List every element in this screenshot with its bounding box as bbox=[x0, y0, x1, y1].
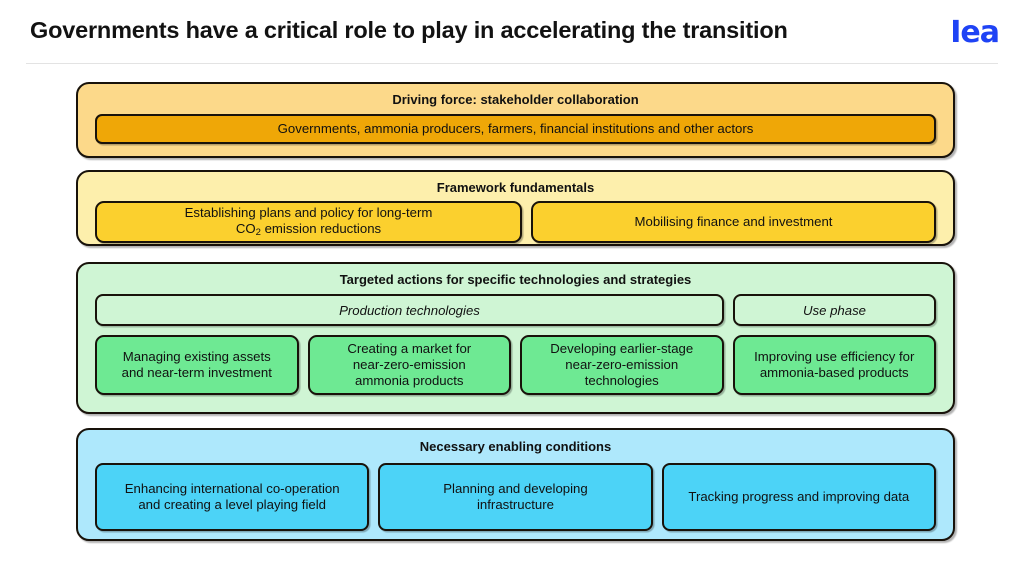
enabling-card-row: Enhancing international co-operation and… bbox=[95, 463, 936, 531]
card-mobilising-finance[interactable]: Mobilising finance and investment bbox=[531, 201, 936, 243]
iea-logo: Iea bbox=[950, 15, 1000, 50]
card-improving-use-efficiency[interactable]: Improving use efficiency for ammonia-bas… bbox=[732, 335, 936, 395]
card-stakeholders[interactable]: Governments, ammonia producers, farmers,… bbox=[95, 114, 936, 144]
card-establishing-plans-line2: CO2 emission reductions bbox=[185, 221, 433, 239]
band-title-enabling: Necessary enabling conditions bbox=[419, 439, 612, 454]
subhead-production-technologies[interactable]: Production technologies bbox=[95, 294, 724, 326]
card-improving-line2: ammonia-based products bbox=[759, 365, 909, 380]
band-title-driving-force: Driving force: stakeholder collaboration bbox=[392, 92, 639, 107]
co2-suffix: emission reductions bbox=[260, 221, 382, 237]
card-developing-line1: Developing earlier-stage bbox=[550, 340, 694, 356]
card-developing-earlier-stage[interactable]: Developing earlier-stage near-zero-emiss… bbox=[520, 335, 724, 395]
co2-text: CO bbox=[235, 221, 256, 237]
card-creating-line1: Creating a market for bbox=[347, 340, 472, 356]
page-title: Governments have a critical role to play… bbox=[30, 17, 788, 43]
card-creating-line3: ammonia products bbox=[355, 373, 464, 389]
card-planning-line1: Planning and developing bbox=[443, 480, 588, 496]
band-enabling-conditions: Necessary enabling conditions Enhancing … bbox=[76, 428, 955, 541]
framework-card-row: Establishing plans and policy for long-t… bbox=[95, 201, 936, 243]
band-driving-force: Driving force: stakeholder collaboration… bbox=[76, 82, 955, 158]
card-establishing-plans-line1: Establishing plans and policy for long-t… bbox=[184, 205, 433, 221]
band-targeted-actions: Targeted actions for specific technologi… bbox=[76, 262, 955, 414]
card-creating-line2: near-zero-emission bbox=[352, 356, 466, 372]
subhead-use-phase[interactable]: Use phase bbox=[733, 294, 936, 326]
card-managing-existing-assets[interactable]: Managing existing assets and near-term i… bbox=[95, 335, 299, 395]
card-enhancing-cooperation[interactable]: Enhancing international co-operation and… bbox=[95, 463, 370, 531]
targeted-card-row: Managing existing assets and near-term i… bbox=[95, 335, 936, 395]
card-planning-line2: infrastructure bbox=[477, 497, 554, 512]
card-establishing-plans[interactable]: Establishing plans and policy for long-t… bbox=[95, 201, 522, 243]
card-creating-market[interactable]: Creating a market for near-zero-emission… bbox=[307, 335, 511, 395]
card-enhancing-line2: and creating a level playing field bbox=[138, 497, 326, 512]
card-tracking-line1: Tracking progress and improving data bbox=[688, 488, 910, 504]
slide-header: Governments have a critical role to play… bbox=[0, 0, 1024, 64]
band-framework-fundamentals: Framework fundamentals Establishing plan… bbox=[76, 170, 955, 246]
card-managing-line2: and near-term investment bbox=[121, 365, 272, 380]
card-tracking-progress[interactable]: Tracking progress and improving data bbox=[661, 463, 936, 531]
card-developing-line3: technologies bbox=[584, 373, 659, 389]
card-improving-line1: Improving use efficiency for bbox=[754, 348, 915, 364]
band-title-framework: Framework fundamentals bbox=[436, 180, 595, 195]
card-enhancing-line1: Enhancing international co-operation bbox=[124, 480, 340, 496]
header-divider bbox=[26, 63, 998, 64]
card-developing-line2: near-zero-emission bbox=[565, 356, 679, 372]
card-planning-infrastructure[interactable]: Planning and developing infrastructure bbox=[378, 463, 653, 531]
band-title-targeted: Targeted actions for specific technologi… bbox=[339, 272, 692, 287]
card-managing-line1: Managing existing assets bbox=[122, 348, 271, 364]
targeted-subhead-row: Production technologies Use phase bbox=[95, 294, 936, 326]
co2-subscript: 2 bbox=[255, 227, 261, 239]
